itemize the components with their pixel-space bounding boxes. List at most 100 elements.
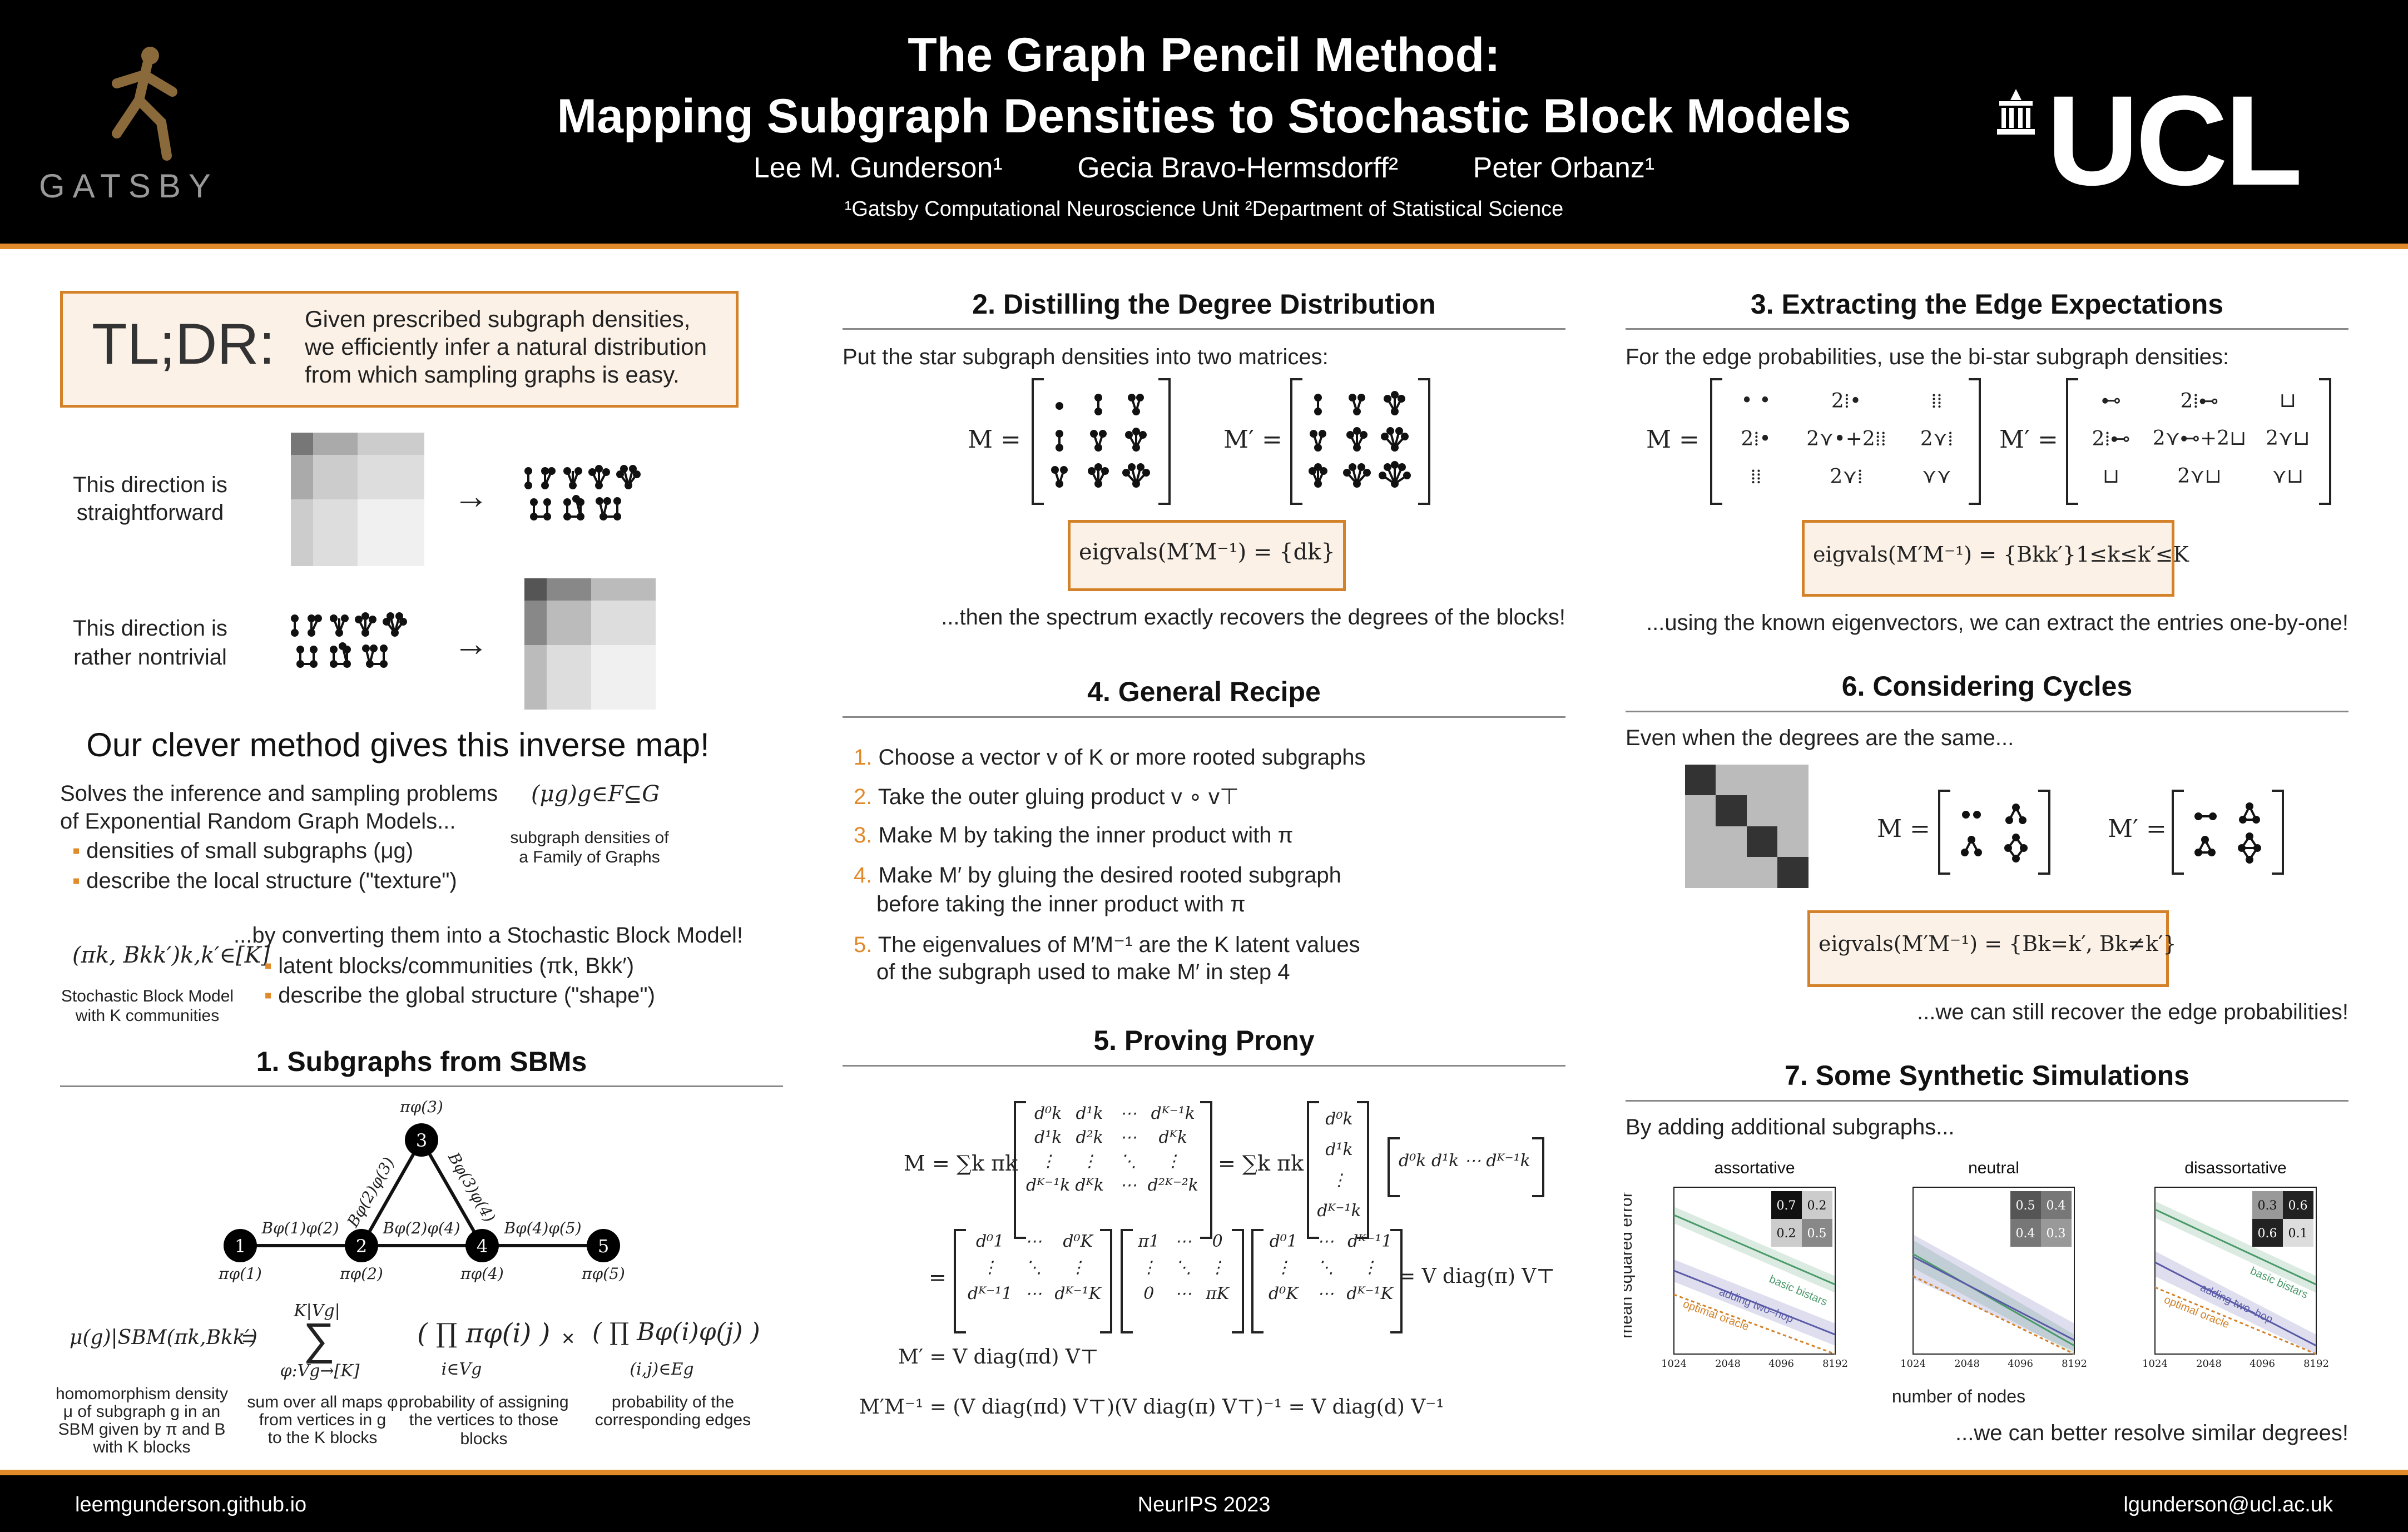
footer-bar: leemgunderson.github.io NeurIPS 2023 lgu…: [0, 1475, 2408, 1532]
mat-v-cell: ⋯: [1025, 1232, 1042, 1251]
m3-cell: ⋎⋎: [1922, 465, 1951, 488]
section6-M-label: M =: [1877, 815, 1930, 843]
edge-b-34: Bφ(3)φ(4): [444, 1149, 499, 1226]
section6-eig: eigvals(M′M⁻¹) = {Bk=k′, Bk≠k′}: [1819, 931, 2177, 956]
mp3-cell: ⊷: [2101, 389, 2122, 412]
section2-intro: Put the star subgraph densities into two…: [843, 345, 1329, 369]
product-vertices-sub: i∈Vg: [441, 1360, 482, 1379]
section3-Mp-label: M′ =: [1999, 425, 2058, 454]
pi-note1: Stochastic Block Model: [61, 987, 234, 1005]
prony-eq1-mid: = ∑k πk: [1218, 1151, 1304, 1176]
node-pi-3: πφ(3): [399, 1098, 443, 1116]
mat-vt-cell: ⋮: [1275, 1258, 1292, 1277]
vec-b-cell: ⋮: [1331, 1171, 1347, 1190]
bracket: [1158, 378, 1171, 505]
poster-title-line1: The Graph Pencil Method:: [908, 28, 1500, 82]
matrix-cell: 0.5: [1807, 1227, 1827, 1241]
author-list: Lee M. Gunderson¹ Gecia Bravo-Hermsdorff…: [0, 151, 2408, 185]
section6-rule: [1626, 711, 2348, 712]
line-twohop: [1912, 1256, 2075, 1341]
bracket: [1390, 1229, 1403, 1333]
mat-p-cell: ⋮: [1209, 1258, 1226, 1277]
gatsby-logo-text: GATSBY: [39, 167, 219, 205]
graph-node-2-label: 2: [356, 1236, 367, 1257]
mat-v-cell: ⋱: [1025, 1258, 1042, 1277]
m3-cell: 2⋎⁞: [1920, 428, 1954, 450]
bracket: [1532, 1137, 1544, 1197]
product-edges: ( ∏ Bφ(i)φ(j) ): [592, 1318, 760, 1346]
vec-b-cell: d⁰k: [1325, 1109, 1353, 1129]
mat-a-cell: ⋮: [1081, 1152, 1098, 1171]
poster-title-line2: Mapping Subgraph Densities to Stochastic…: [557, 90, 1851, 143]
mat-vt-cell: dᴷ⁻¹K: [1346, 1284, 1393, 1303]
mat-a-cell: dᴷ⁻¹k: [1151, 1104, 1195, 1123]
section2-Mp-matrix-icons: [1309, 391, 1411, 488]
bracket: [2272, 790, 2284, 875]
note-sum-3: to the K blocks: [267, 1429, 378, 1447]
mat-a-cell: d¹k: [1076, 1104, 1103, 1123]
section3-eig: eigvals(M′M⁻¹) = {Bkk′}1≤k≤k′≤K: [1813, 542, 2189, 567]
mat-vt-cell: ⋯: [1317, 1232, 1334, 1251]
section2-Mp-label: M′ =: [1223, 425, 1282, 454]
section3-rule: [1626, 328, 2348, 330]
ucl-logo-text: UCL: [2047, 69, 2303, 212]
mat-p-cell: ⋯: [1175, 1284, 1192, 1303]
mat-a-cell: ⋯: [1119, 1176, 1137, 1195]
y-axis-label: mean squared error: [1624, 1192, 1636, 1338]
bracket: [1710, 378, 1722, 505]
section3-Mp-matrix: ⊷2⁞⊷⊔ 2⁞⊷2⋎⊷+2⊔2⋎⊔ ⊔2⋎⊔⋎⊔: [2077, 389, 2322, 488]
m3-cell: ⁞⁞: [1750, 465, 1762, 488]
sbm-matrix-result: [524, 578, 656, 710]
section2-outro: ...then the spectrum exactly recovers th…: [941, 605, 1565, 629]
mat-a-cell: ⋱: [1119, 1152, 1137, 1171]
node-pi-4: πφ(4): [460, 1265, 504, 1283]
bracket: [1357, 1101, 1369, 1239]
sum-sub: φ:Vg→[K]: [280, 1361, 360, 1381]
section2-eig-box: [1068, 520, 1346, 591]
section3-outro: ...using the known eigenvectors, we can …: [1646, 611, 2348, 635]
mat-p-cell: ⋮: [1140, 1258, 1157, 1277]
mat-a-cell: ⋮: [1039, 1152, 1057, 1171]
inverse-map-heading: Our clever method gives this inverse map…: [86, 726, 710, 763]
tldr-line1: Given prescribed subgraph densities,: [305, 306, 691, 332]
line-oracle: [1912, 1275, 2075, 1355]
m3-cell: 2⁞•: [1831, 390, 1862, 413]
section7-rule: [1626, 1100, 2348, 1102]
bracket: [1938, 790, 1950, 875]
sum-top: K|Vg|: [294, 1301, 340, 1321]
subgraph-icons-hard: [291, 612, 407, 668]
band-twohop: [1913, 1234, 2074, 1351]
bracket: [1418, 378, 1430, 505]
easy-direction-line1: This direction is: [73, 473, 227, 497]
mat-v-cell: ⋮: [982, 1258, 999, 1277]
bracket: [954, 1229, 966, 1333]
bracket: [1251, 1229, 1264, 1333]
section5-title: 5. Proving Prony: [1093, 1025, 1315, 1056]
sbm-graph-diagram: 1 2 3 4 5 πφ(1) πφ(2) πφ(3) πφ(4) πφ(5) …: [218, 1098, 625, 1283]
bracket: [1969, 378, 1981, 505]
footer-website-link[interactable]: leemgunderson.github.io: [75, 1493, 307, 1516]
mat-vt-cell: ⋯: [1317, 1284, 1334, 1303]
x-tick: 2048: [1715, 1358, 1741, 1370]
prony-eq2-lhs: =: [929, 1265, 947, 1290]
ucl-portico-icon: [1997, 89, 2035, 135]
cycle-block-matrix: [1685, 765, 1809, 888]
mat-a-cell: ⋯: [1119, 1128, 1137, 1147]
section6-Mp-icons: [2194, 802, 2261, 864]
subgraph-icons-easy: [524, 465, 641, 520]
homomorphism-eq: =: [242, 1326, 255, 1351]
x-tick: 1024: [1900, 1358, 1926, 1370]
section2-title: 2. Distilling the Degree Distribution: [972, 289, 1436, 320]
bullet-global-structure: ▪ describe the global structure ("shape"…: [264, 983, 655, 1008]
footer-email-link[interactable]: lgunderson@ucl.ac.uk: [2123, 1493, 2333, 1516]
recipe-step-2: 2. Take the outer gluing product v ∘ v⊤: [854, 785, 1239, 809]
note-sum-2: from vertices in g: [259, 1411, 387, 1429]
bracket: [1121, 1229, 1133, 1333]
note-sum-1: sum over all maps φ: [247, 1393, 398, 1411]
bracket: [1232, 1229, 1244, 1333]
node-pi-1: πφ(1): [218, 1265, 262, 1283]
mp3-cell: 2⁞⊷: [2180, 390, 2219, 413]
x-tick: 2048: [1954, 1358, 1980, 1370]
footer-venue: NeurIPS 2023: [1137, 1493, 1271, 1516]
mat-a-cell: d²k: [1076, 1128, 1103, 1147]
